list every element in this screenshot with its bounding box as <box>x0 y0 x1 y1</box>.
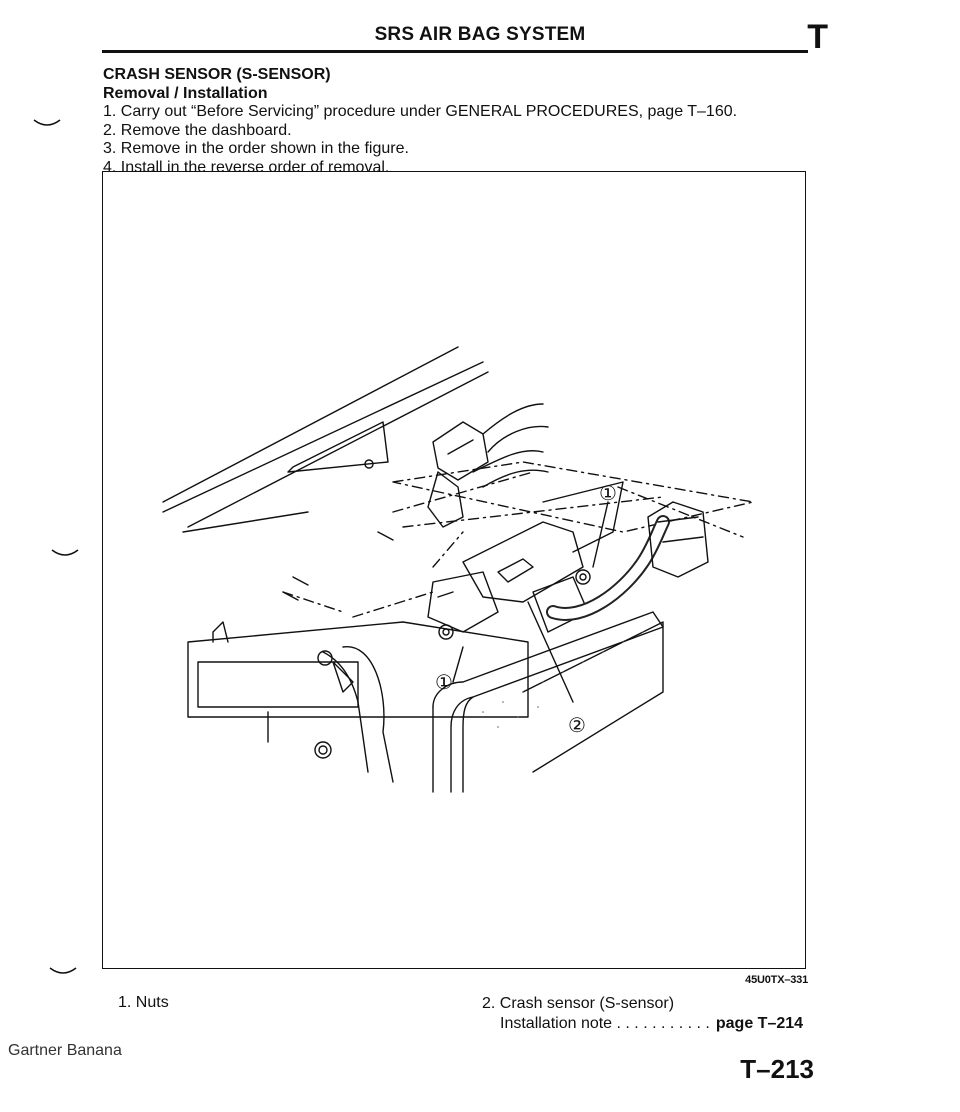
installation-note-label: Installation note . . . . . . . . . . . <box>500 1015 710 1032</box>
step-2: 2. Remove the dashboard. <box>103 121 292 139</box>
margin-mark <box>49 967 77 974</box>
installation-note-page-ref: page T–214 <box>715 1015 804 1032</box>
section-title: CRASH SENSOR (S-SENSOR) <box>103 66 331 83</box>
legend-item-crash-sensor: 2. Crash sensor (S-sensor) Installation … <box>482 994 803 1034</box>
section-letter: T <box>807 18 828 56</box>
procedure-section: CRASH SENSOR (S-SENSOR) Removal / Instal… <box>103 66 803 177</box>
page-number: T–213 <box>740 1054 814 1084</box>
margin-mark <box>33 119 61 126</box>
exploded-view-figure: ① ① ② <box>102 171 806 969</box>
figure-code: 45U0TX–331 <box>745 974 808 986</box>
legend-item-nuts: 1. Nuts <box>118 994 169 1011</box>
header-rule <box>102 50 808 53</box>
callout-1-lower: ① <box>435 670 453 694</box>
footer-watermark-text: Gartner Banana <box>8 1042 122 1059</box>
section-subtitle: Removal / Installation <box>103 84 268 102</box>
callout-2: ② <box>568 713 586 737</box>
step-3: 3. Remove in the order shown in the figu… <box>103 140 409 157</box>
page-header-title: SRS AIR BAG SYSTEM <box>374 24 586 45</box>
margin-mark <box>51 549 79 556</box>
crash-sensor-illustration: ① ① ② <box>162 346 754 793</box>
step-1: 1. Carry out “Before Servicing” procedur… <box>103 103 738 120</box>
legend-item-crash-sensor-label: 2. Crash sensor (S-sensor) <box>482 995 675 1012</box>
callout-1-upper: ① <box>599 481 617 505</box>
installation-note: Installation note . . . . . . . . . . . p… <box>482 1014 803 1034</box>
